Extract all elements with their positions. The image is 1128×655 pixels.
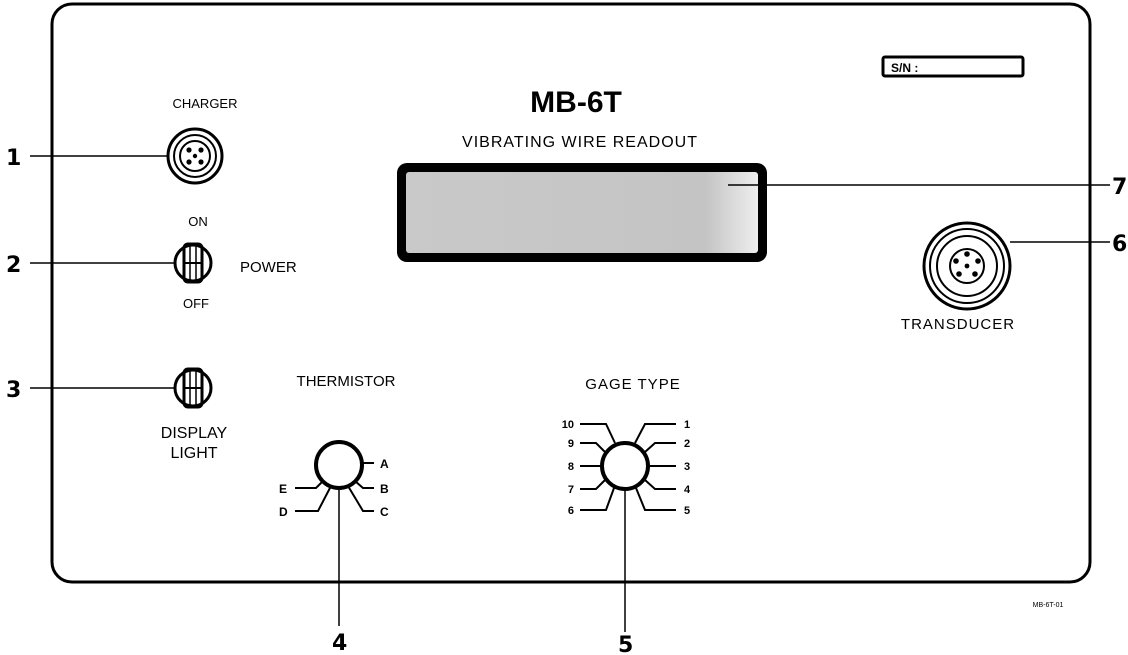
gage-pos-3: 3 xyxy=(684,461,690,473)
serial-number-label: S/N : xyxy=(891,61,918,75)
subtitle: VIBRATING WIRE READOUT xyxy=(462,134,698,151)
callout-lines xyxy=(30,155,1110,632)
gage-pos-5: 5 xyxy=(684,505,690,517)
gage-pos-6: 6 xyxy=(568,505,574,517)
gage-type-knob-icon xyxy=(580,423,676,511)
gage-pos-8: 8 xyxy=(568,461,574,473)
charger-label: CHARGER xyxy=(172,96,237,111)
thermistor-pos-c: C xyxy=(380,505,389,519)
power-off-label: OFF xyxy=(183,296,209,311)
gage-type-label: GAGE TYPE xyxy=(585,376,680,393)
callout-3: 3 xyxy=(6,378,21,403)
gage-left-labels: 10 9 8 7 6 xyxy=(562,419,574,517)
thermistor-label: THERMISTOR xyxy=(297,373,396,390)
thermistor-knob-icon xyxy=(295,440,374,512)
gage-pos-10: 10 xyxy=(562,419,574,431)
faceplate-outline xyxy=(50,2,1092,584)
charger-connector-icon xyxy=(166,127,224,185)
display-light-switch-icon xyxy=(173,367,213,409)
callout-1: 1 xyxy=(6,146,21,171)
thermistor-pos-b: B xyxy=(380,482,389,496)
gage-pos-7: 7 xyxy=(568,484,574,496)
thermistor-pos-e: E xyxy=(279,482,287,496)
callout-6: 6 xyxy=(1112,232,1127,257)
transducer-connector-icon xyxy=(922,221,1012,311)
transducer-label: TRANSDUCER xyxy=(901,316,1015,333)
gage-pos-4: 4 xyxy=(684,484,691,496)
gage-pos-2: 2 xyxy=(684,438,690,450)
gage-right-labels: 1 2 3 4 5 xyxy=(684,419,691,517)
thermistor-pos-d: D xyxy=(279,505,288,519)
callout-5: 5 xyxy=(618,633,633,655)
gage-pos-9: 9 xyxy=(568,438,574,450)
figure-code: MB-6T-01 xyxy=(1033,602,1064,609)
display-light-label-line1: DISPLAY xyxy=(161,425,228,442)
callout-4: 4 xyxy=(332,631,347,655)
display-light-label-line2: LIGHT xyxy=(170,445,217,462)
model-title: MB-6T xyxy=(530,86,622,119)
lcd-display xyxy=(397,163,767,262)
power-label: POWER xyxy=(240,259,297,276)
callout-2: 2 xyxy=(6,253,21,278)
thermistor-pos-a: A xyxy=(380,457,389,471)
serial-number-box xyxy=(881,55,1025,78)
callout-7: 7 xyxy=(1112,175,1127,200)
gage-pos-1: 1 xyxy=(684,419,690,431)
power-on-label: ON xyxy=(188,214,208,229)
